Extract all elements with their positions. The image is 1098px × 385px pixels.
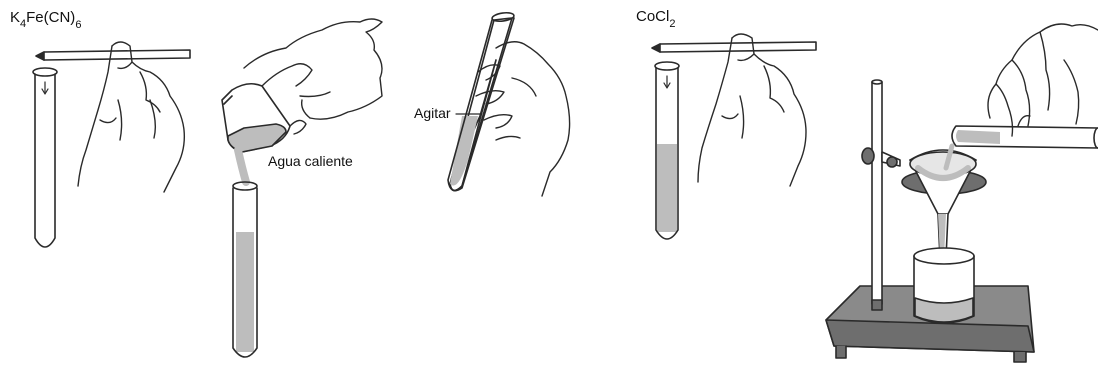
dropper-2: [652, 42, 816, 52]
test-tube-4: [655, 62, 679, 239]
dropper-1: [36, 50, 190, 60]
beaker-receiving: [914, 248, 974, 323]
water-stream: [238, 150, 246, 182]
hand-4: [698, 34, 806, 186]
test-tube-1: [33, 68, 57, 247]
hand-3: [476, 42, 570, 196]
hand-1: [78, 42, 184, 192]
step-2-pour-hot-water: Agua caliente: [222, 19, 382, 357]
step-3-shake: Agitar: [414, 12, 570, 196]
hand-5: [988, 24, 1098, 136]
beaker-pouring: [222, 84, 290, 152]
stand-rod: [872, 80, 882, 310]
funnel: [910, 150, 976, 258]
test-tube-pouring: [952, 126, 1098, 148]
reagent-2-label: CoCl2: [636, 8, 675, 30]
reagent-1-label: K4Fe(CN)6: [10, 9, 81, 31]
test-tube-2: [233, 182, 257, 357]
step-5-filtration: [826, 24, 1098, 362]
test-tube-3: [448, 12, 514, 191]
hot-water-label: Agua caliente: [268, 153, 353, 169]
step-1-add-reagent: K4Fe(CN)6: [10, 9, 190, 247]
step-4-add-reagent: CoCl2: [636, 8, 816, 239]
shake-label: Agitar: [414, 105, 451, 121]
